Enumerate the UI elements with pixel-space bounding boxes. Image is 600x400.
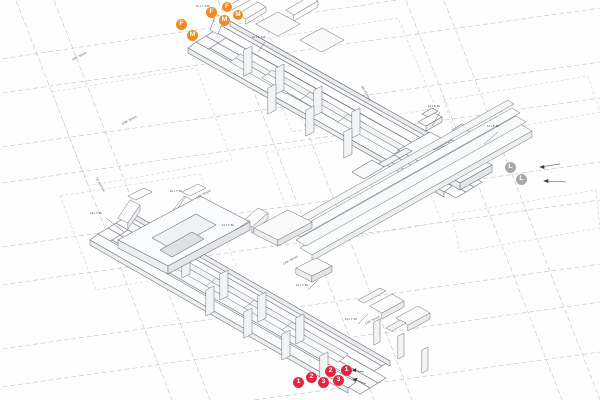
subway-line-bullet-red: 3 xyxy=(318,377,329,388)
dimension-label: 14 x 6'-50 xyxy=(487,125,499,128)
dimension-label: 12 x 7'-50 xyxy=(296,284,308,287)
subway-line-bullet-red: 1 xyxy=(341,365,352,376)
dimension-label: 14 x 6'-50 xyxy=(428,105,440,108)
dimension-label: 14 x 7'-50 xyxy=(90,212,102,215)
dimension-label: 14 x 7'-50 xyxy=(345,318,357,321)
subway-line-bullet-orange: F xyxy=(176,19,187,30)
subway-line-bullet-orange: M xyxy=(219,15,230,26)
dimension-label: 16 x 7'-50 xyxy=(170,190,182,193)
subway-line-bullet-orange: F xyxy=(222,2,232,12)
surface-platform-right xyxy=(287,99,533,262)
dimension-label: 14 x 7'-50 xyxy=(222,224,234,227)
subway-line-bullet-red: 3 xyxy=(333,375,344,386)
subway-line-bullet-red: 2 xyxy=(306,372,317,383)
dimension-leaders xyxy=(105,12,499,325)
lower-tunnel-complex xyxy=(89,183,431,395)
subway-line-bullet-red: 1 xyxy=(293,377,304,388)
leader-arrows xyxy=(351,163,567,385)
dimension-label: 16 x 7'-100 xyxy=(196,5,210,8)
subway-line-bullet-orange: F xyxy=(206,7,217,18)
dimension-label: 16 x 6'-100 xyxy=(252,36,266,39)
subway-line-bullet-orange: M xyxy=(187,30,198,41)
subway-line-bullet-red: 2 xyxy=(325,366,336,377)
subway-line-bullet-gray: L xyxy=(505,162,516,173)
subway-line-bullet-gray: L xyxy=(516,174,527,185)
lower-station-box xyxy=(117,195,251,275)
subway-line-bullet-orange: M xyxy=(233,10,243,20)
